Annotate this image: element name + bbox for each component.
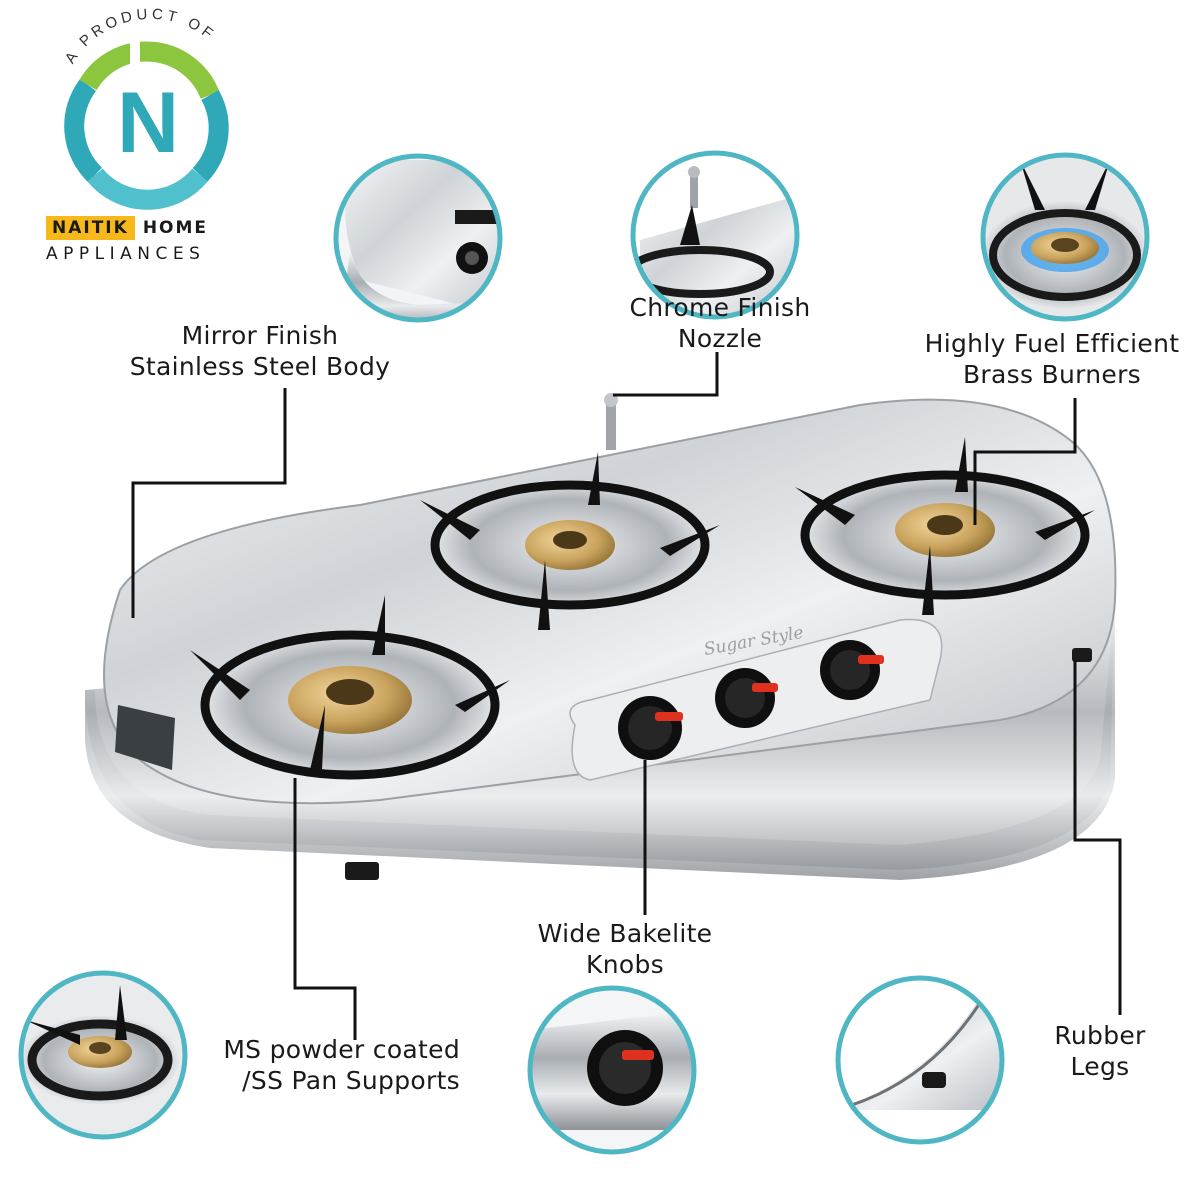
- label-nozzle: Chrome Finish Nozzle: [600, 292, 840, 354]
- label-burners-line2: Brass Burners: [962, 360, 1141, 389]
- label-pan-supports-line2: /SS Pan Supports: [242, 1066, 460, 1095]
- brand-name-highlight: NAITIK: [46, 216, 135, 240]
- label-legs-line1: Rubber: [1054, 1021, 1146, 1050]
- knob-3: [820, 640, 884, 700]
- label-knobs-line1: Wide Bakelite: [537, 919, 713, 948]
- burner-center: [420, 452, 720, 630]
- label-pan-supports: MS powder coated /SS Pan Supports: [190, 1034, 460, 1096]
- label-knobs: Wide Bakelite Knobs: [510, 918, 740, 980]
- callout-circle-nozzle: [630, 150, 800, 320]
- knob-1: [618, 696, 683, 760]
- logo-letter: N: [117, 75, 179, 171]
- label-knobs-line2: Knobs: [586, 950, 664, 979]
- leader-lines: [131, 352, 1122, 1040]
- callout-circle-body: [333, 153, 503, 323]
- label-mirror-body-line1: Mirror Finish: [181, 321, 339, 350]
- rubber-leg-left: [345, 862, 379, 880]
- gas-nozzle: [606, 395, 616, 450]
- callout-circle-legs: [835, 975, 1005, 1145]
- label-burners: Highly Fuel Efficient Brass Burners: [912, 328, 1192, 390]
- label-burners-line1: Highly Fuel Efficient: [924, 329, 1180, 358]
- label-nozzle-line2: Nozzle: [677, 324, 763, 353]
- brand-name-rest: HOME: [142, 218, 209, 238]
- callout-circle-burner: [980, 152, 1150, 322]
- rubber-leg-right: [1072, 648, 1092, 662]
- brand-wordmark: NAITIK HOME APPLIANCES: [46, 216, 236, 265]
- brand-subtitle: APPLIANCES: [46, 244, 206, 264]
- label-legs-line2: Legs: [1070, 1052, 1130, 1081]
- gas-stove: Sugar Style: [85, 393, 1117, 880]
- callout-circle-pan-support: [18, 970, 188, 1140]
- callout-circle-knob: [527, 985, 697, 1155]
- label-pan-supports-line1: MS powder coated: [223, 1035, 460, 1064]
- brand-logo: N A PRODUCT OF: [62, 6, 229, 210]
- label-mirror-body: Mirror Finish Stainless Steel Body: [110, 320, 410, 382]
- burner-right: [795, 437, 1095, 615]
- label-nozzle-line1: Chrome Finish: [629, 293, 811, 322]
- label-legs: Rubber Legs: [1035, 1020, 1165, 1082]
- burner-left: [190, 595, 510, 780]
- knob-2: [715, 668, 778, 728]
- label-mirror-body-line2: Stainless Steel Body: [129, 352, 391, 381]
